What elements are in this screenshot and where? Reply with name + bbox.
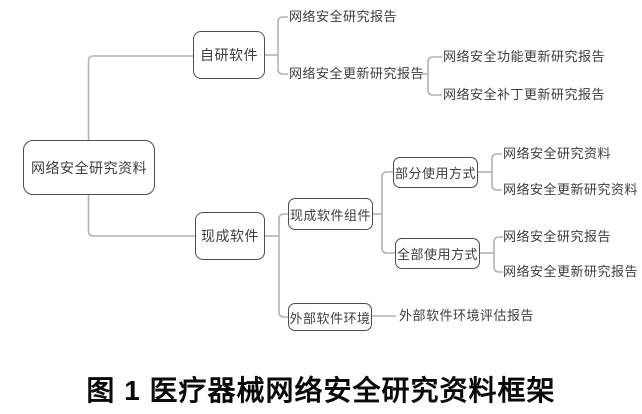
leaf-function-update-research-report: 网络安全功能更新研究报告 [443, 49, 606, 64]
node-external-software-environment: 外部软件环境 [288, 303, 372, 331]
leaf-external-env-assessment-report: 外部软件环境评估报告 [399, 308, 535, 323]
connector-self-developed-bracket [277, 16, 288, 75]
connector-off-the-shelf-bracket [278, 213, 288, 318]
connector-root-to-off-the-shelf [87, 195, 195, 237]
connector-components-bracket [381, 171, 395, 254]
figure-caption: 图 1 医疗器械网络安全研究资料框架 [86, 375, 556, 406]
leaf-security-update-research-report: 网络安全更新研究报告 [289, 66, 425, 81]
leaf-full-research-report: 网络安全研究报告 [503, 229, 612, 244]
leaf-partial-update-research-materials: 网络安全更新研究资料 [503, 182, 639, 197]
node-partial-use-mode: 部分使用方式 [393, 157, 478, 188]
connector-partial-use-bracket [491, 153, 502, 191]
leaf-full-update-research-report: 网络安全更新研究报告 [503, 264, 639, 279]
leaf-patch-update-research-report: 网络安全补丁更新研究报告 [443, 87, 606, 102]
connector-full-use-bracket [493, 236, 503, 273]
leaf-security-research-report: 网络安全研究报告 [289, 9, 398, 24]
connector-update-report-bracket [427, 56, 442, 96]
node-software-components: 现成软件组件 [288, 198, 373, 230]
connector-root-to-self-developed [87, 55, 193, 140]
leaf-partial-research-materials: 网络安全研究资料 [503, 146, 612, 161]
node-self-developed-software: 自研软件 [193, 31, 265, 79]
node-off-the-shelf-software: 现成软件 [195, 212, 265, 260]
node-root: 网络安全研究资料 [23, 140, 155, 195]
node-full-use-mode: 全部使用方式 [395, 238, 480, 269]
